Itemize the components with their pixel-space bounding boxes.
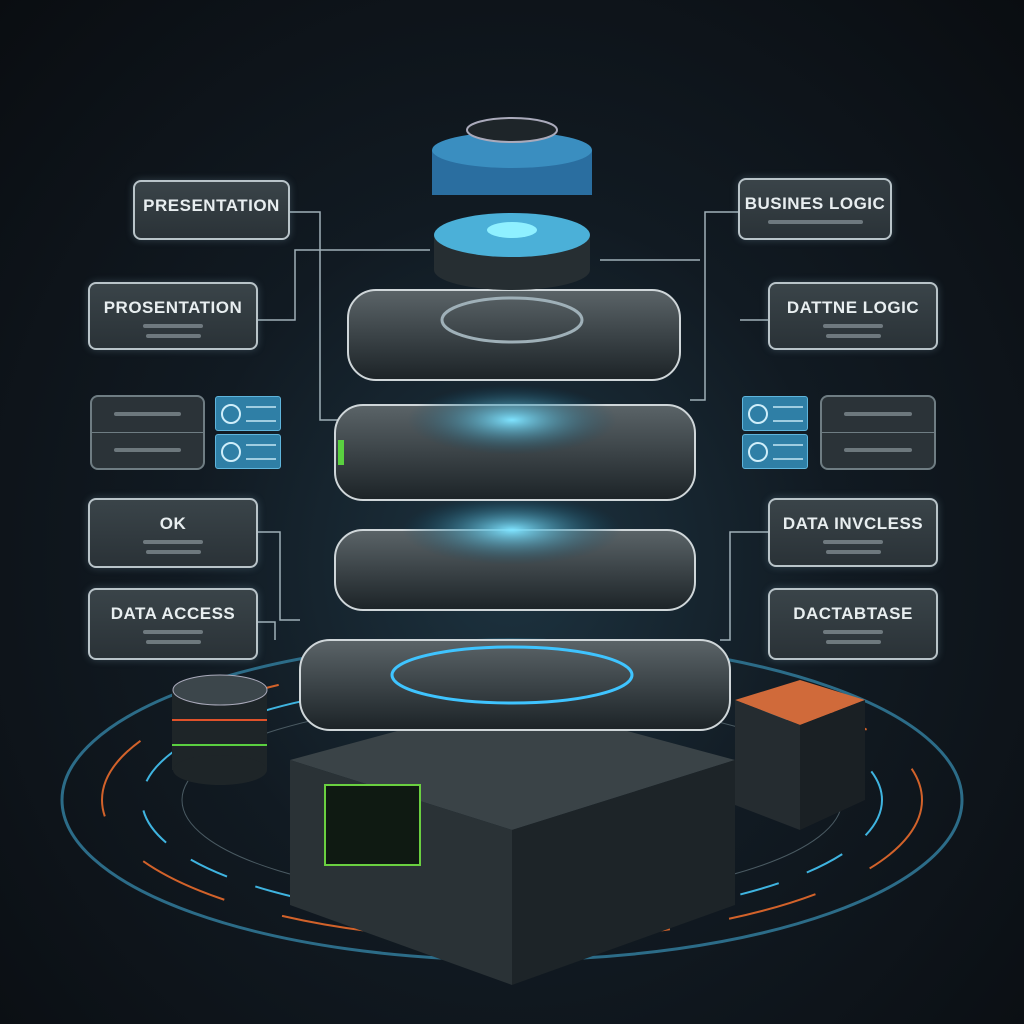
label-title: PRESENTATION — [143, 196, 280, 215]
label-business-logic: BUSINES LOGIC — [738, 178, 892, 240]
label-data-invcless: DATA INVCLESS — [768, 498, 938, 567]
server-rack-prop — [735, 680, 865, 830]
label-data-access: DATA ACCESS — [88, 588, 258, 660]
connector-lines — [258, 211, 768, 641]
right-info-card — [742, 396, 808, 431]
right-info-card — [742, 434, 808, 469]
arrow-icon — [221, 441, 241, 462]
label-title: DATTNE LOGIC — [786, 298, 920, 317]
label-title: OK — [159, 514, 187, 533]
left-info-card — [215, 396, 281, 431]
circle-icon — [748, 441, 768, 462]
left-info-card — [215, 434, 281, 469]
label-ok: OK — [88, 498, 258, 568]
label-prosentation: PROSENTATION — [88, 282, 258, 350]
d-icon — [748, 403, 768, 424]
label-title: DATA ACCESS — [110, 604, 236, 623]
label-title: PROSENTATION — [103, 298, 243, 317]
base-server-box — [290, 700, 735, 985]
label-title: DACTABTASE — [793, 604, 913, 623]
left-split-panel — [90, 395, 205, 470]
label-presentation: PRESENTATION — [133, 180, 290, 240]
layer-slabs — [299, 117, 731, 731]
label-dactabtase: DACTABTASE — [768, 588, 938, 660]
label-title: BUSINES LOGIC — [744, 194, 886, 213]
disk-stack-prop — [172, 674, 268, 785]
label-title: DATA INVCLESS — [782, 514, 924, 533]
right-split-panel — [820, 395, 936, 470]
label-dattne-logic: DATTNE LOGIC — [768, 282, 938, 350]
s-icon — [221, 403, 241, 424]
